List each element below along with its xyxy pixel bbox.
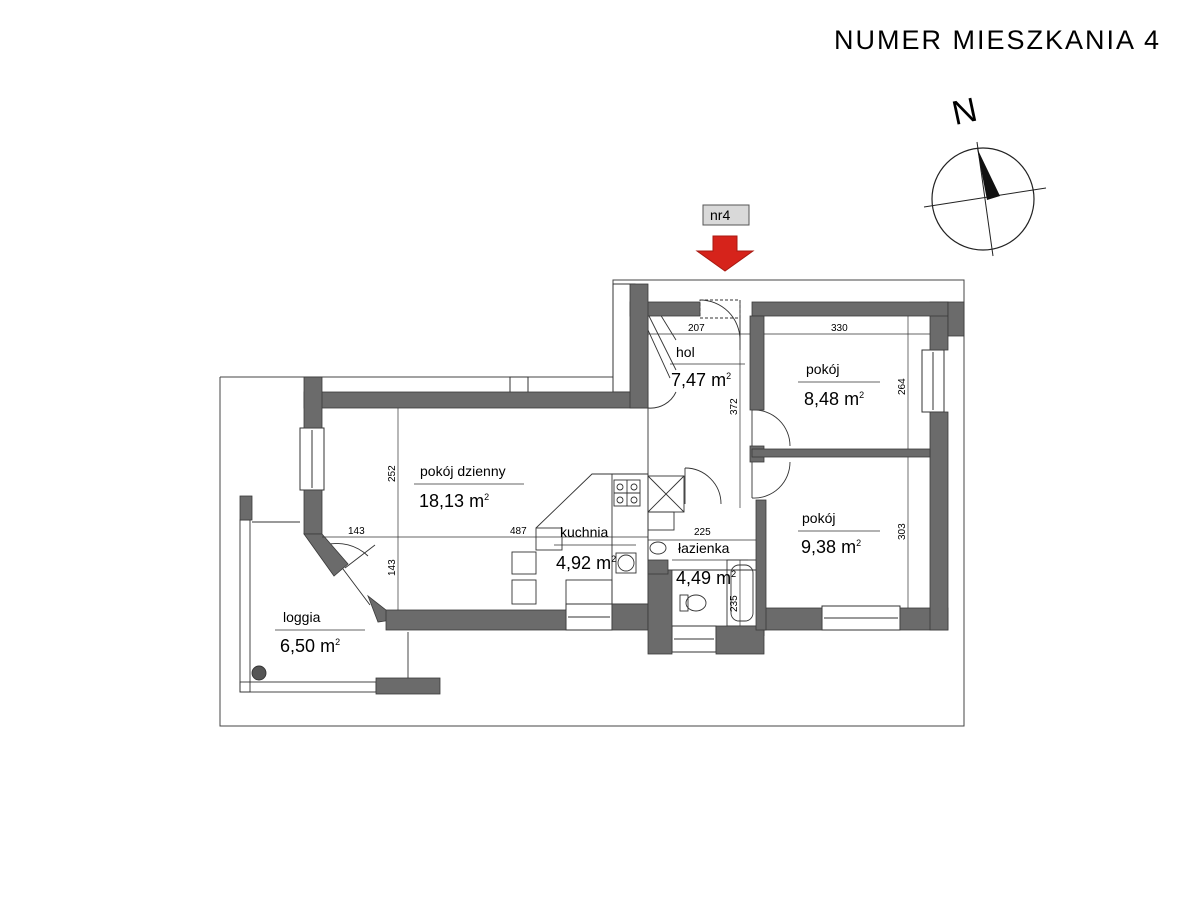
entrance-badge-label: nr4: [710, 207, 730, 223]
entrance-marker: nr4: [695, 204, 755, 272]
room-area: 9,38 m2: [801, 537, 861, 557]
room-label-pokoj-dzienny: pokój dzienny 18,13 m2: [414, 463, 524, 511]
room-label-lazienka: łazienka 4,49 m2: [672, 540, 748, 588]
plan-title: NUMER MIESZKANIA 4: [834, 25, 1161, 55]
dimension-label: 143: [387, 559, 398, 576]
dimension-label: 207: [688, 323, 705, 334]
room-name: łazienka: [678, 540, 730, 556]
room-area: 4,49 m2: [676, 568, 736, 588]
room-area: 6,50 m2: [280, 636, 340, 656]
room-area: 18,13 m2: [419, 491, 489, 511]
room-name: pokój: [806, 361, 839, 377]
compass-north-label: N: [949, 91, 981, 133]
room-name: kuchnia: [560, 524, 608, 540]
plan-linework: [239, 299, 930, 693]
room-label-loggia: loggia 6,50 m2: [275, 609, 365, 656]
room-name: pokój: [802, 510, 835, 526]
room-name: loggia: [283, 609, 321, 625]
dimension-label: 143: [348, 526, 365, 537]
window: [509, 376, 529, 394]
room-label-kuchnia: kuchnia 4,92 m2: [554, 524, 636, 573]
dimension-label: 487: [510, 526, 527, 537]
walls: [239, 283, 965, 695]
entrance-badge: [702, 204, 750, 226]
dimension-label: 235: [729, 595, 740, 612]
dimension-label: 225: [694, 527, 711, 538]
windows: [299, 283, 945, 653]
room-label-pokoj-1: pokój 8,48 m2: [798, 361, 880, 409]
room-area: 7,47 m2: [671, 370, 731, 390]
entrance-arrow-icon: [695, 235, 755, 272]
room-label-hol: hol 7,47 m2: [670, 344, 745, 390]
dimension-lines: [322, 316, 930, 626]
room-name: pokój dzienny: [420, 463, 506, 479]
room-name: hol: [676, 344, 695, 360]
compass-icon: N: [923, 91, 1047, 257]
dimension-label: 252: [387, 465, 398, 482]
dimension-label: 264: [897, 378, 908, 395]
dimension-label: 303: [897, 523, 908, 540]
dimension-label: 372: [729, 398, 740, 415]
room-area: 4,92 m2: [556, 553, 616, 573]
dimension-labels: 207 330 372 264 252 487 225 303 143 143 …: [348, 323, 908, 612]
room-area: 8,48 m2: [804, 389, 864, 409]
dimension-label: 330: [831, 323, 848, 334]
building-outline: [219, 279, 965, 727]
room-label-pokoj-2: pokój 9,38 m2: [798, 510, 880, 557]
